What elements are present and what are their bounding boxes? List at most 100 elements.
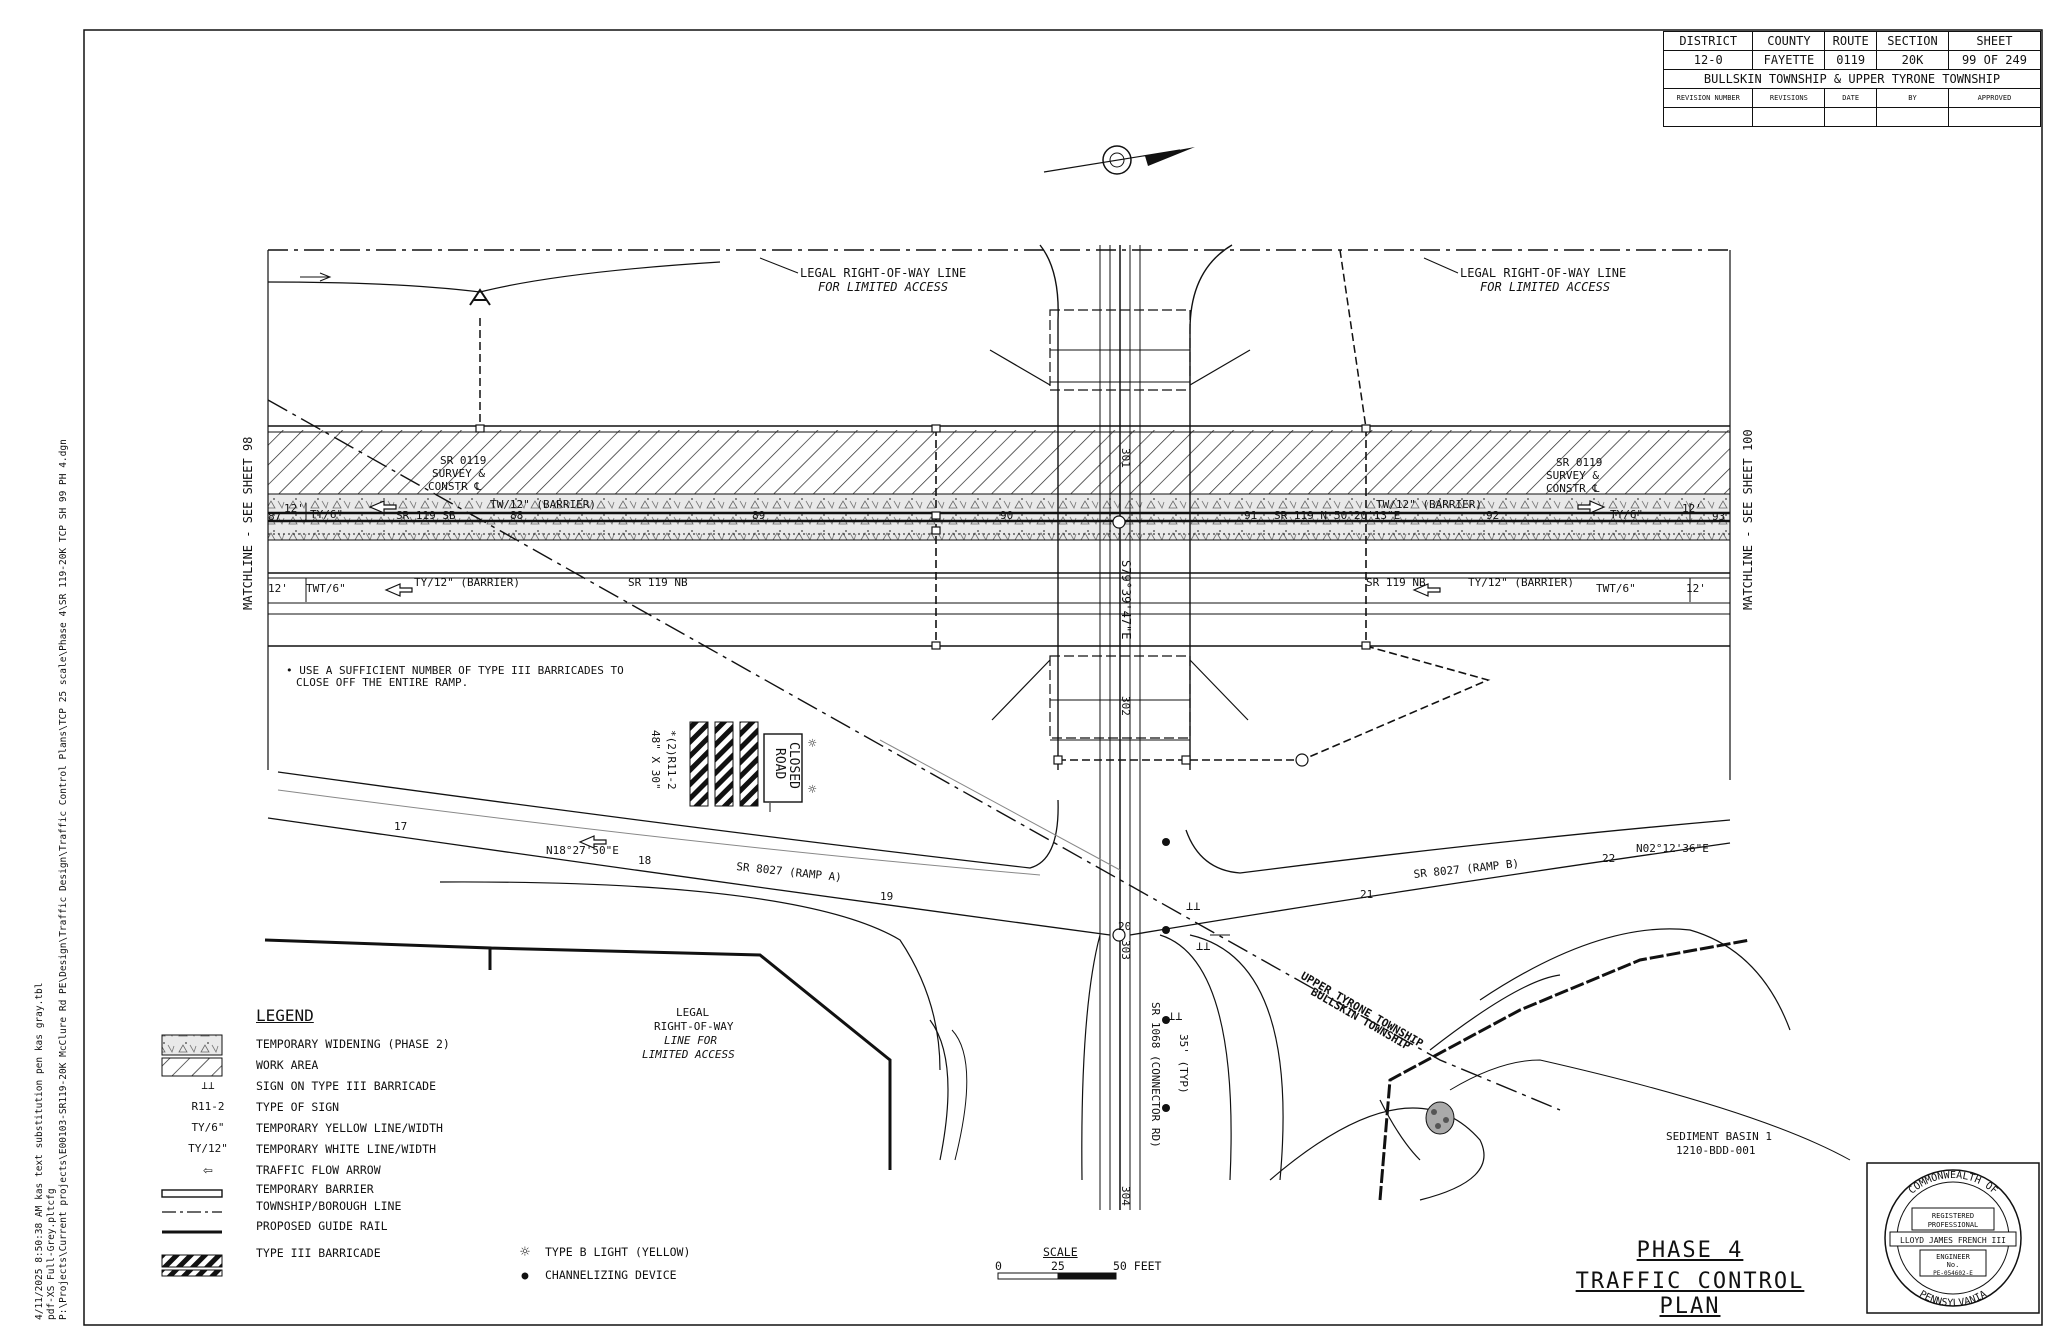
tb-h-section: SECTION — [1876, 31, 1949, 51]
sta-92: 92 — [1486, 509, 1499, 522]
legend-secondary: ☼TYPE B LIGHT (YELLOW) ●CHANNELIZING DEV… — [505, 1240, 690, 1286]
work-area-band — [268, 430, 1730, 494]
tb-date: DATE — [1824, 88, 1878, 108]
rock-outlet-icon — [1425, 1101, 1455, 1135]
sta-301: 301 — [1119, 448, 1132, 468]
sta-304: 304 — [1119, 1186, 1132, 1206]
tb-h-district: DISTRICT — [1662, 31, 1754, 51]
legend-item: ⇦ TRAFFIC FLOW ARROW — [160, 1159, 520, 1180]
sb-12-left: 12' — [284, 502, 304, 515]
survey-left-3: CONSTR ℄ — [428, 480, 481, 493]
legend-text: TYPE B LIGHT (YELLOW) — [545, 1244, 691, 1259]
seal-bottom: PENNSYLVANIA — [1917, 1289, 1989, 1309]
ramp-a-label: SR 8027 (RAMP A) — [736, 860, 843, 884]
north-arrow-icon — [1043, 145, 1195, 175]
row-left-2: FOR LIMITED ACCESS — [818, 280, 948, 294]
sta-93: 93 — [1712, 510, 1725, 523]
legend-text: PROPOSED GUIDE RAIL — [256, 1219, 388, 1233]
sta-302: 302 — [1119, 696, 1132, 716]
scale-25: 25 — [1051, 1259, 1065, 1273]
scale-title: SCALE — [1043, 1245, 1078, 1259]
scale-0: 0 — [995, 1259, 1002, 1273]
legend-text: TOWNSHIP/BOROUGH LINE — [256, 1198, 402, 1213]
nb-12-left: 12' — [268, 582, 288, 595]
sb-12-right: 12' — [1682, 502, 1702, 515]
plan-title: PHASE 4 TRAFFIC CONTROL PLAN — [1540, 1238, 1840, 1319]
nb-label-left: SR 119 NB — [628, 576, 688, 589]
sb-label-left: SR 119 SB — [396, 509, 456, 522]
seal-prof: PROFESSIONAL — [1928, 1221, 1979, 1229]
connector-label: SR 1068 (CONNECTOR RD) — [1149, 1002, 1162, 1148]
sign-closed: CLOSED — [786, 742, 801, 789]
flow-arrow-icon: ⇦ — [203, 1160, 213, 1179]
legend-item: TEMPORARY WIDENING (PHASE 2) — [160, 1033, 520, 1054]
tb-county: FAYETTE — [1752, 50, 1826, 70]
seal-frame — [1866, 1162, 2040, 1314]
seal-num: PE-054602-E — [1933, 1270, 1973, 1277]
sta-21: 21 — [1360, 888, 1373, 901]
survey-left-1: SR 0119 — [440, 454, 486, 467]
legend-item: PROPOSED GUIDE RAIL — [160, 1214, 520, 1238]
legend-item: ⊥⊥SIGN ON TYPE III BARRICADE — [160, 1075, 520, 1096]
nb-12-right: 12' — [1686, 582, 1706, 595]
file-info-3: P:\Projects\Current projects\E00103-SR11… — [58, 439, 69, 1320]
sta-88: 88 — [510, 509, 523, 522]
tb-by: BY — [1876, 88, 1949, 108]
sta-87: 87 — [268, 510, 281, 523]
survey-right-3: CONSTR ℄ — [1546, 482, 1599, 495]
sb-ty6-left: TY/6" — [310, 508, 343, 521]
sb-label-right: SR 119 N — [1274, 509, 1327, 522]
legend-title: LEGEND — [256, 1006, 314, 1025]
tb-approved: APPROVED — [1947, 88, 2042, 108]
ramp-a-bearing: N18°27'50"E — [546, 844, 619, 857]
legend-text: TEMPORARY YELLOW LINE/WIDTH — [256, 1120, 443, 1135]
matchline-left: MATCHLINE - SEE SHEET 98 — [241, 437, 255, 610]
bearing-cross: S79°39'47"E — [1119, 560, 1133, 639]
survey-right-1: SR 0119 — [1556, 456, 1602, 469]
device-icon: ● — [521, 1267, 529, 1282]
legend-item: TY/6"TEMPORARY YELLOW LINE/WIDTH — [160, 1117, 520, 1138]
sta-22: 22 — [1602, 852, 1615, 865]
tb-route: 0119 — [1824, 50, 1878, 70]
svg-text:⊥⊥: ⊥⊥ — [1186, 899, 1200, 913]
legend-text: TYPE OF SIGN — [256, 1099, 340, 1114]
survey-left-2: SURVEY & — [432, 467, 485, 480]
sediment-2: 1210-BDD-001 — [1676, 1144, 1755, 1157]
seal-eng: ENGINEER — [1936, 1253, 1971, 1261]
typ-35: 35' (TYP) — [1177, 1034, 1190, 1094]
file-info-2: pdf-XS Full-Grey.pltcfg — [46, 1188, 57, 1320]
legend-item: ☼ TYPE B LIGHT (YELLOW) — [505, 1240, 690, 1263]
barricade-sign-icon: ⊥⊥ — [201, 1079, 215, 1092]
row-mid-3: LINE FOR — [664, 1034, 717, 1047]
row-right: LEGAL RIGHT-OF-WAY LINE — [1460, 266, 1626, 280]
svg-text:⊥⊥: ⊥⊥ — [1196, 939, 1210, 953]
temporary-widening-band — [268, 494, 1730, 540]
tb-h-sheet: SHEET — [1947, 31, 2042, 51]
sta-90: 90 — [1000, 509, 1013, 522]
row-mid-4: LIMITED ACCESS — [642, 1048, 735, 1061]
tb-h-county: COUNTY — [1752, 31, 1826, 51]
sb-ty12-right: TW/12" (BARRIER) — [1376, 498, 1482, 511]
legend-item: TEMPORARY BARRIER — [160, 1180, 520, 1197]
nb-twt6-right: TWT/6" — [1596, 582, 1636, 595]
legend-text: TYPE III BARRICADE — [256, 1246, 381, 1260]
tb-township: BULLSKIN TOWNSHIP & UPPER TYRONE TOWNSHI… — [1663, 69, 2041, 89]
sta-17: 17 — [394, 820, 407, 833]
sta-303: 303 — [1119, 940, 1132, 960]
ramp-b-label: SR 8027 (RAMP B) — [1413, 857, 1520, 881]
legend-text: TRAFFIC FLOW ARROW — [256, 1162, 381, 1177]
plan-title-line2: TRAFFIC CONTROL PLAN — [1575, 1269, 1805, 1319]
sta-18: 18 — [638, 854, 651, 867]
light-icon: ☼ — [520, 1242, 530, 1261]
sta-19: 19 — [880, 890, 893, 903]
sta-89: 89 — [752, 509, 765, 522]
svg-text:⊥⊥: ⊥⊥ — [1168, 1009, 1182, 1023]
nb-ty12-right: TY/12" (BARRIER) — [1468, 576, 1574, 589]
guide-rail — [264, 938, 892, 1170]
nb-twt6-left: TWT/6" — [306, 582, 346, 595]
legend-item: WORK AREA — [160, 1054, 520, 1075]
note-line-1: • USE A SUFFICIENT NUMBER OF TYPE III BA… — [286, 664, 624, 677]
seal-name: LLOYD JAMES FRENCH III — [1900, 1236, 2006, 1245]
tb-district: 12-0 — [1662, 50, 1754, 70]
